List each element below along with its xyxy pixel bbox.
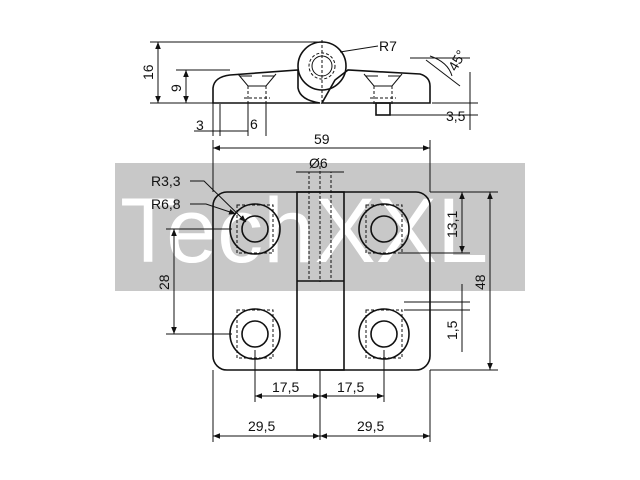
r33-leader [190,180,247,223]
r7-leader [339,45,379,53]
right-hole [370,86,396,104]
front-view: 59 Ø6 R3,3 R6,8 28 13,1 48 1,5 [151,131,498,442]
r68-label: R6,8 [151,196,181,212]
dim-175-left-label: 17,5 [272,379,299,395]
dim-d6-label: Ø6 [309,155,328,171]
dim-295-right-label: 29,5 [357,418,384,434]
dim-175-right-label: 17,5 [337,379,364,395]
left-hole [244,86,270,104]
left-counterbore [237,73,277,87]
hole-top-right [358,203,410,255]
dim-3-label: 3 [196,117,204,133]
right-leaf-outline [320,69,431,104]
r68-leader [190,203,237,215]
dim-131-label: 13,1 [444,211,460,238]
dim-6-label: 6 [250,116,258,132]
dim-9-label: 9 [168,84,184,92]
dim-35-label: 3,5 [446,108,466,124]
r33-label: R3,3 [151,173,181,189]
angle-ext-2 [425,59,461,87]
dim-15-label: 1,5 [444,320,460,340]
angle-label: 45° [445,47,469,73]
dim-59-label: 59 [314,131,330,147]
side-view: R7 45° 16 9 3 6 3,5 [140,38,478,136]
right-counterbore [363,73,403,87]
angle-arc [429,55,453,77]
dim-16-label: 16 [140,64,156,80]
right-stud [375,102,391,116]
r7-label: R7 [379,38,397,54]
dim-48-label: 48 [472,274,488,290]
dim-28-label: 28 [156,274,172,290]
dim-295-left-label: 29,5 [248,418,275,434]
